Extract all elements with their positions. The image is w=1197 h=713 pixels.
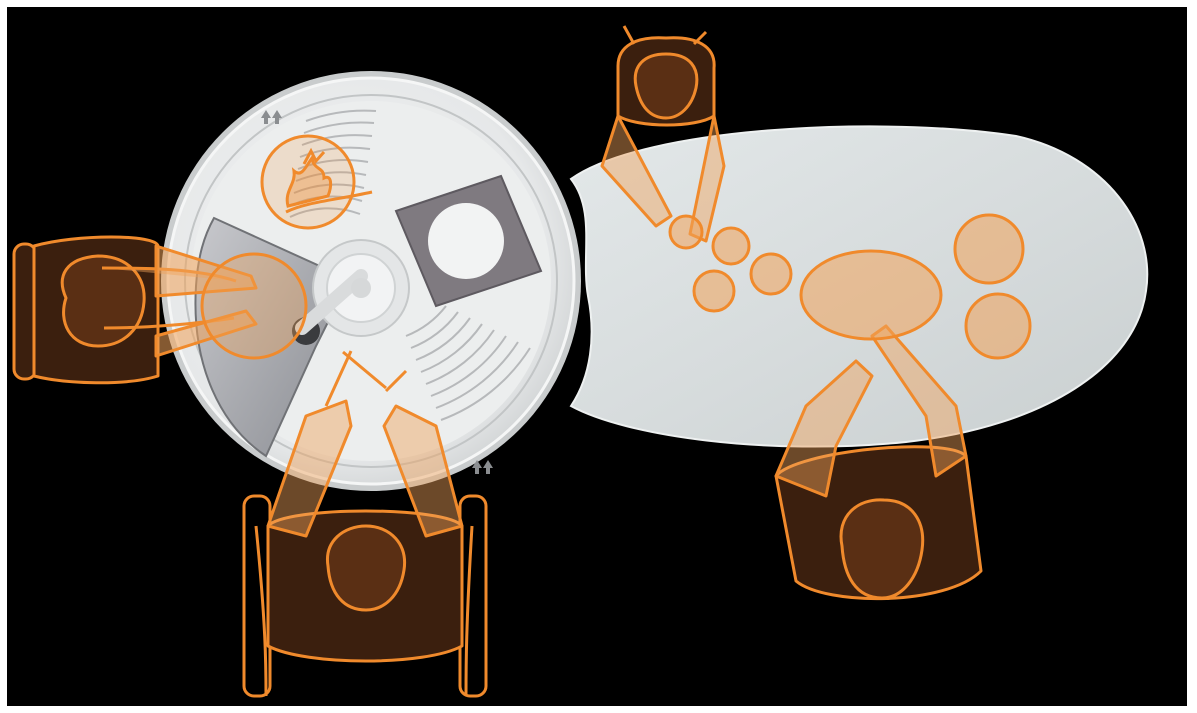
plate — [713, 228, 749, 264]
kitchen-plan-diagram — [6, 6, 1188, 707]
plate — [751, 254, 791, 294]
plate — [955, 215, 1023, 283]
plate — [966, 294, 1030, 358]
plate — [694, 271, 734, 311]
serving-platter — [801, 251, 941, 339]
